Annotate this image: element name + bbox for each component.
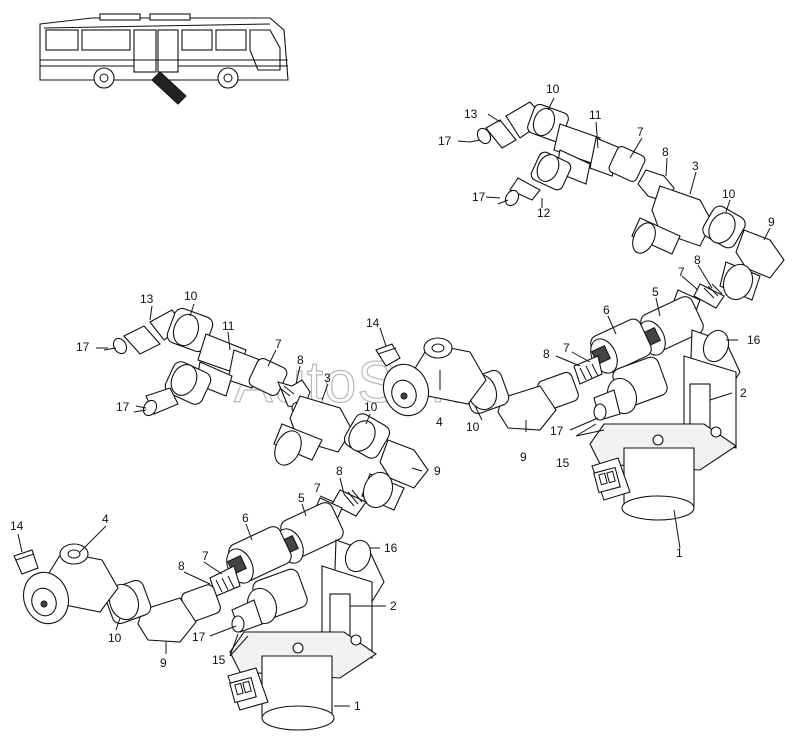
callout-10: 10: [722, 187, 736, 201]
callout-8: 8: [543, 347, 550, 361]
callout-3: 3: [324, 371, 331, 385]
callout-2: 2: [740, 386, 747, 400]
callout-10: 10: [364, 400, 378, 414]
callout-4: 4: [102, 512, 109, 526]
callout-9: 9: [434, 464, 441, 478]
callout-14: 14: [366, 316, 380, 330]
callout-8: 8: [336, 464, 343, 478]
callout-7: 7: [637, 125, 644, 139]
callout-10: 10: [108, 631, 122, 645]
callout-1: 1: [354, 699, 361, 713]
callout-17: 17: [550, 424, 564, 438]
callout-7: 7: [275, 337, 282, 351]
lower-assembly: [13, 307, 429, 731]
leader-lines: [17, 97, 771, 707]
callout-8: 8: [694, 253, 701, 267]
callout-13: 13: [140, 292, 154, 306]
callout-labels: 10 13 17 11 7 8 3 10 9 17 12 8 7 5 6 14 …: [10, 82, 775, 713]
callout-10: 10: [546, 82, 560, 96]
upper-assembly: [375, 101, 785, 521]
callout-10: 10: [466, 420, 480, 434]
callout-7: 7: [563, 341, 570, 355]
callout-7: 7: [314, 481, 321, 495]
callout-11: 11: [222, 319, 235, 333]
callout-2: 2: [390, 599, 397, 613]
callout-15: 15: [556, 456, 570, 470]
callout-4: 4: [436, 415, 443, 429]
callout-6: 6: [603, 303, 610, 317]
callout-17: 17: [116, 400, 130, 414]
callout-6: 6: [242, 511, 249, 525]
callout-9: 9: [520, 450, 527, 464]
callout-7: 7: [678, 265, 685, 279]
callout-9: 9: [768, 215, 775, 229]
callout-1: 1: [676, 546, 683, 560]
callout-8: 8: [297, 353, 304, 367]
callout-17: 17: [438, 134, 452, 148]
callout-16: 16: [384, 541, 398, 555]
callout-3: 3: [692, 159, 699, 173]
callout-17: 17: [472, 190, 486, 204]
callout-16: 16: [747, 333, 761, 347]
callout-12: 12: [537, 206, 551, 220]
callout-17: 17: [76, 340, 90, 354]
callout-5: 5: [652, 285, 659, 299]
callout-14: 14: [10, 519, 24, 533]
callout-10: 10: [184, 289, 198, 303]
callout-9: 9: [160, 656, 167, 670]
callout-8: 8: [178, 559, 185, 573]
callout-13: 13: [464, 107, 478, 121]
callout-8: 8: [662, 145, 669, 159]
bus-location-thumbnail: [39, 13, 289, 105]
callout-15: 15: [212, 653, 226, 667]
callout-17: 17: [192, 630, 206, 644]
callout-7: 7: [202, 549, 209, 563]
callout-5: 5: [298, 491, 305, 505]
callout-11: 11: [589, 108, 602, 122]
